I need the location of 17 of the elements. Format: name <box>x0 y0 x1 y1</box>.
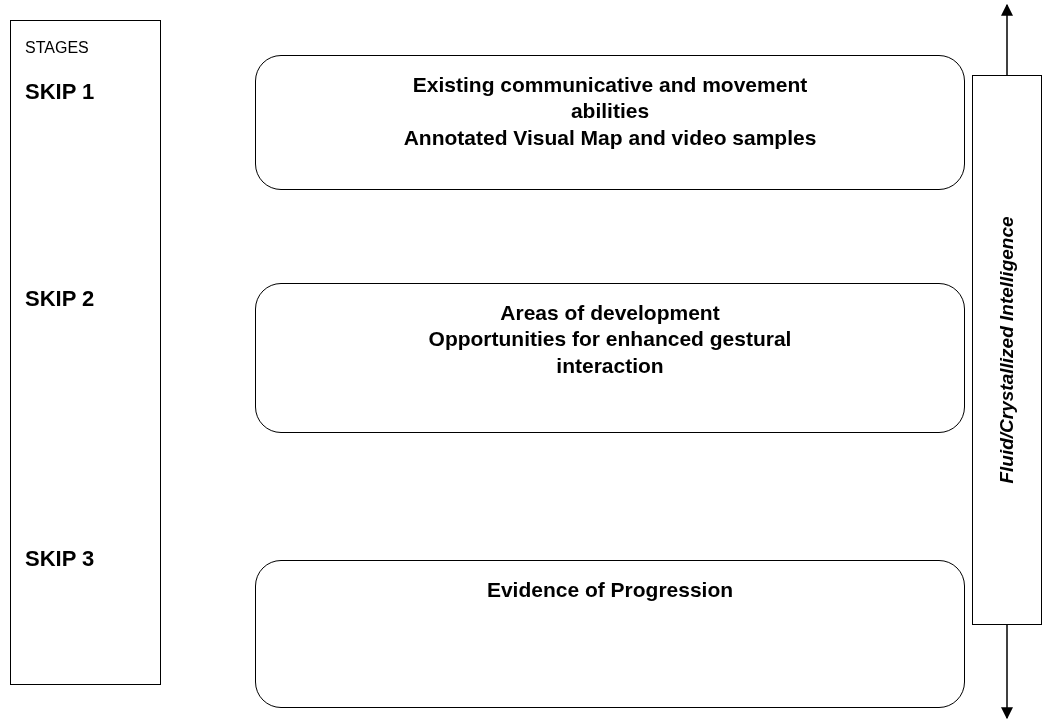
box-text: Evidence of Progression <box>486 577 734 603</box>
vertical-label: Fluid/Crystallized Intelligence <box>996 216 1018 484</box>
box-text: Existing communicative and movement abilities <box>411 72 809 125</box>
rounded-process-box <box>255 283 965 433</box>
rounded-process-box <box>255 560 965 708</box>
box-text: Annotated Visual Map and video samples <box>403 124 817 151</box>
arrow <box>1001 624 1013 720</box>
box-text: Areas of development <box>500 300 720 326</box>
box-text: Opportunities for enhanced gestural interaction <box>427 326 793 379</box>
stages-column-box <box>10 20 161 685</box>
column-heading: STAGES <box>25 39 89 57</box>
stage-label: SKIP 3 <box>25 546 95 572</box>
rounded-process-box <box>255 55 965 190</box>
stage-label: SKIP 1 <box>25 79 95 105</box>
stage-label: SKIP 2 <box>25 286 95 312</box>
vertical-box <box>972 75 1042 625</box>
arrow <box>1001 3 1013 76</box>
